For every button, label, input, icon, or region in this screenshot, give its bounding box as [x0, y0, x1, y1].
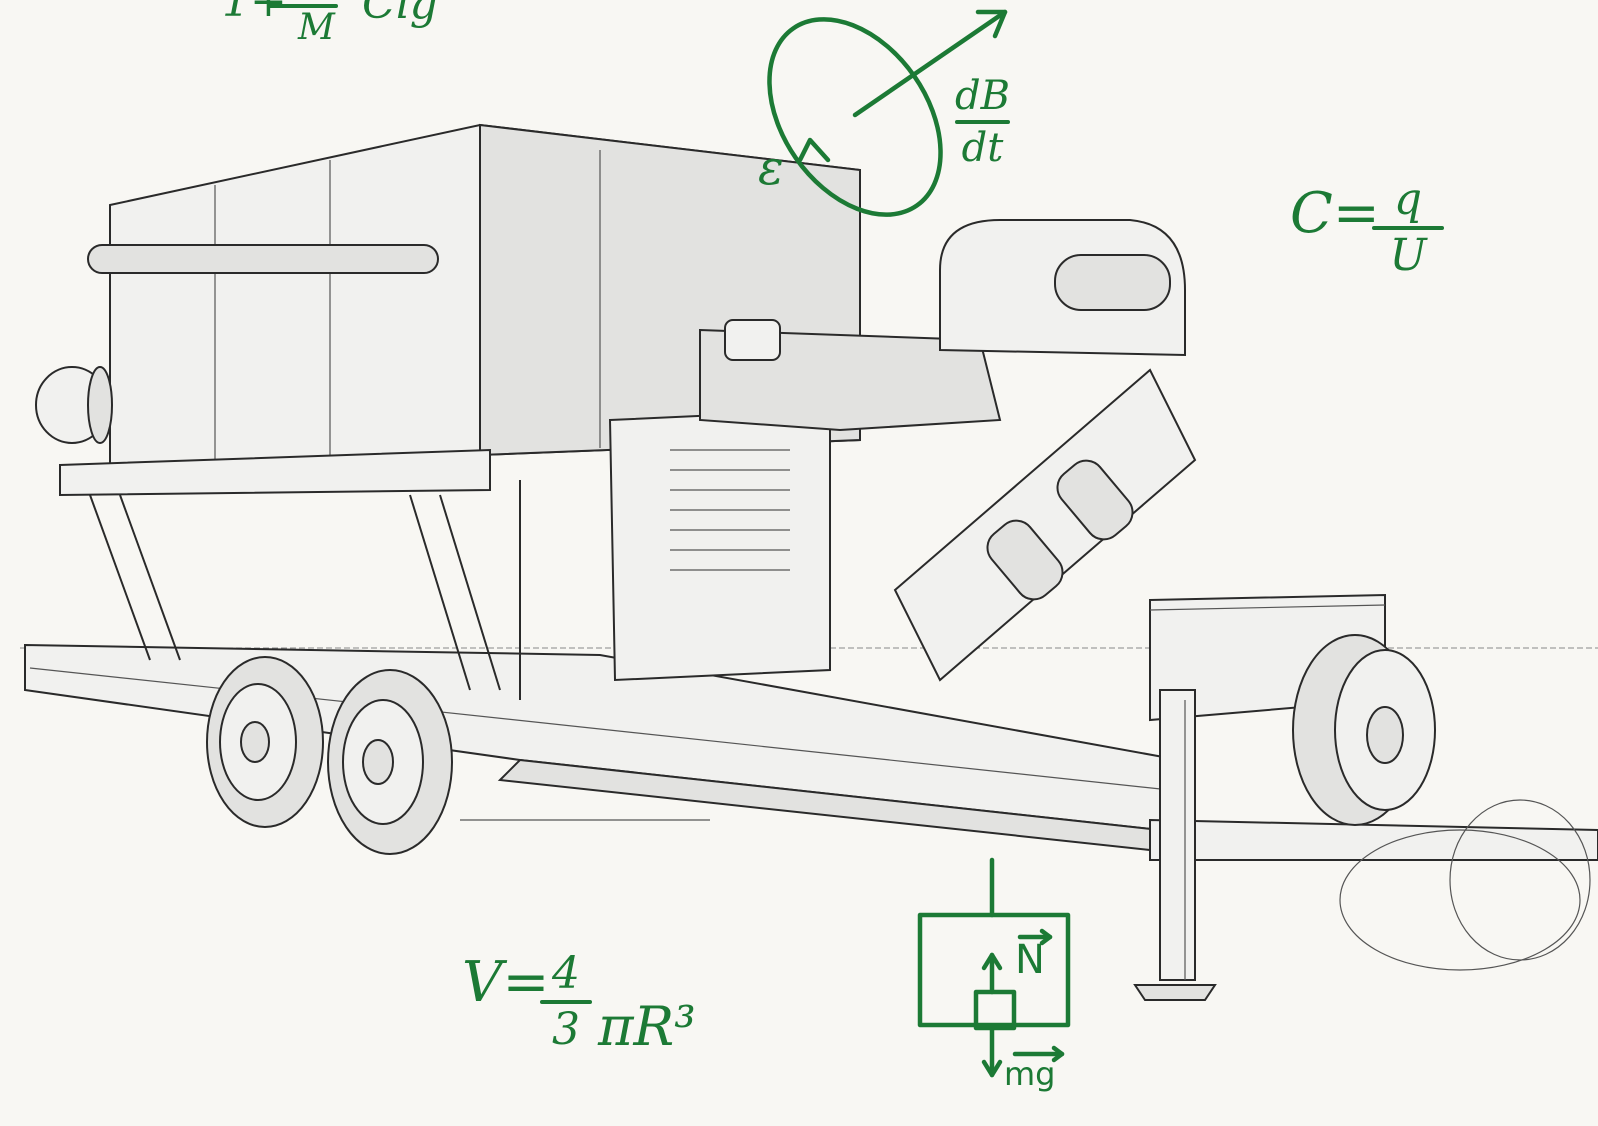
trailer-frame — [24, 643, 1598, 861]
jack-stand — [1133, 689, 1217, 1001]
weight-label: mg — [1004, 1055, 1056, 1093]
emf-symbol: ε — [758, 140, 784, 196]
formula-denominator: M — [298, 7, 335, 48]
volume-v: V — [462, 950, 503, 1015]
engine-block — [608, 319, 1002, 682]
discharge-chute — [893, 368, 1197, 682]
volume-fraction: 4 3 — [540, 952, 592, 1052]
fraction-bar — [540, 1000, 592, 1004]
hitch-hose — [1339, 799, 1591, 971]
dt-denominator: dt — [961, 125, 1004, 171]
top-left-formula-denominator: M — [298, 10, 335, 46]
rear-wheels — [206, 656, 453, 855]
formula-suffix: Cig — [362, 0, 438, 26]
db-numerator: dB — [955, 73, 1010, 119]
formula-suffix-text: Cig — [362, 0, 438, 29]
faraday-rate-fraction: dB dt — [955, 76, 1010, 168]
fan-housing — [939, 219, 1186, 357]
capacitance-q: q — [1393, 174, 1423, 225]
volume-lhs: V= — [462, 955, 549, 1011]
capacitance-fraction: q U — [1372, 178, 1444, 278]
free-body-diagram — [917, 857, 1071, 1078]
capacitance-equals: = — [1332, 181, 1380, 246]
capacitance-lhs: C= — [1290, 186, 1380, 242]
normal-force-label: N — [1015, 937, 1045, 983]
fraction-bar — [1372, 226, 1444, 230]
fraction-bar — [955, 120, 1010, 124]
volume-four: 4 — [552, 948, 580, 999]
faraday-loop-diagram — [767, 9, 1008, 217]
volume-three: 3 — [552, 1004, 580, 1055]
volume-rest: πR³ — [598, 995, 696, 1058]
spare-wheel — [1292, 634, 1436, 826]
formula-fraction-bar — [268, 4, 338, 8]
capacitance-c: C — [1290, 181, 1333, 246]
capacitance-u: U — [1389, 230, 1427, 281]
